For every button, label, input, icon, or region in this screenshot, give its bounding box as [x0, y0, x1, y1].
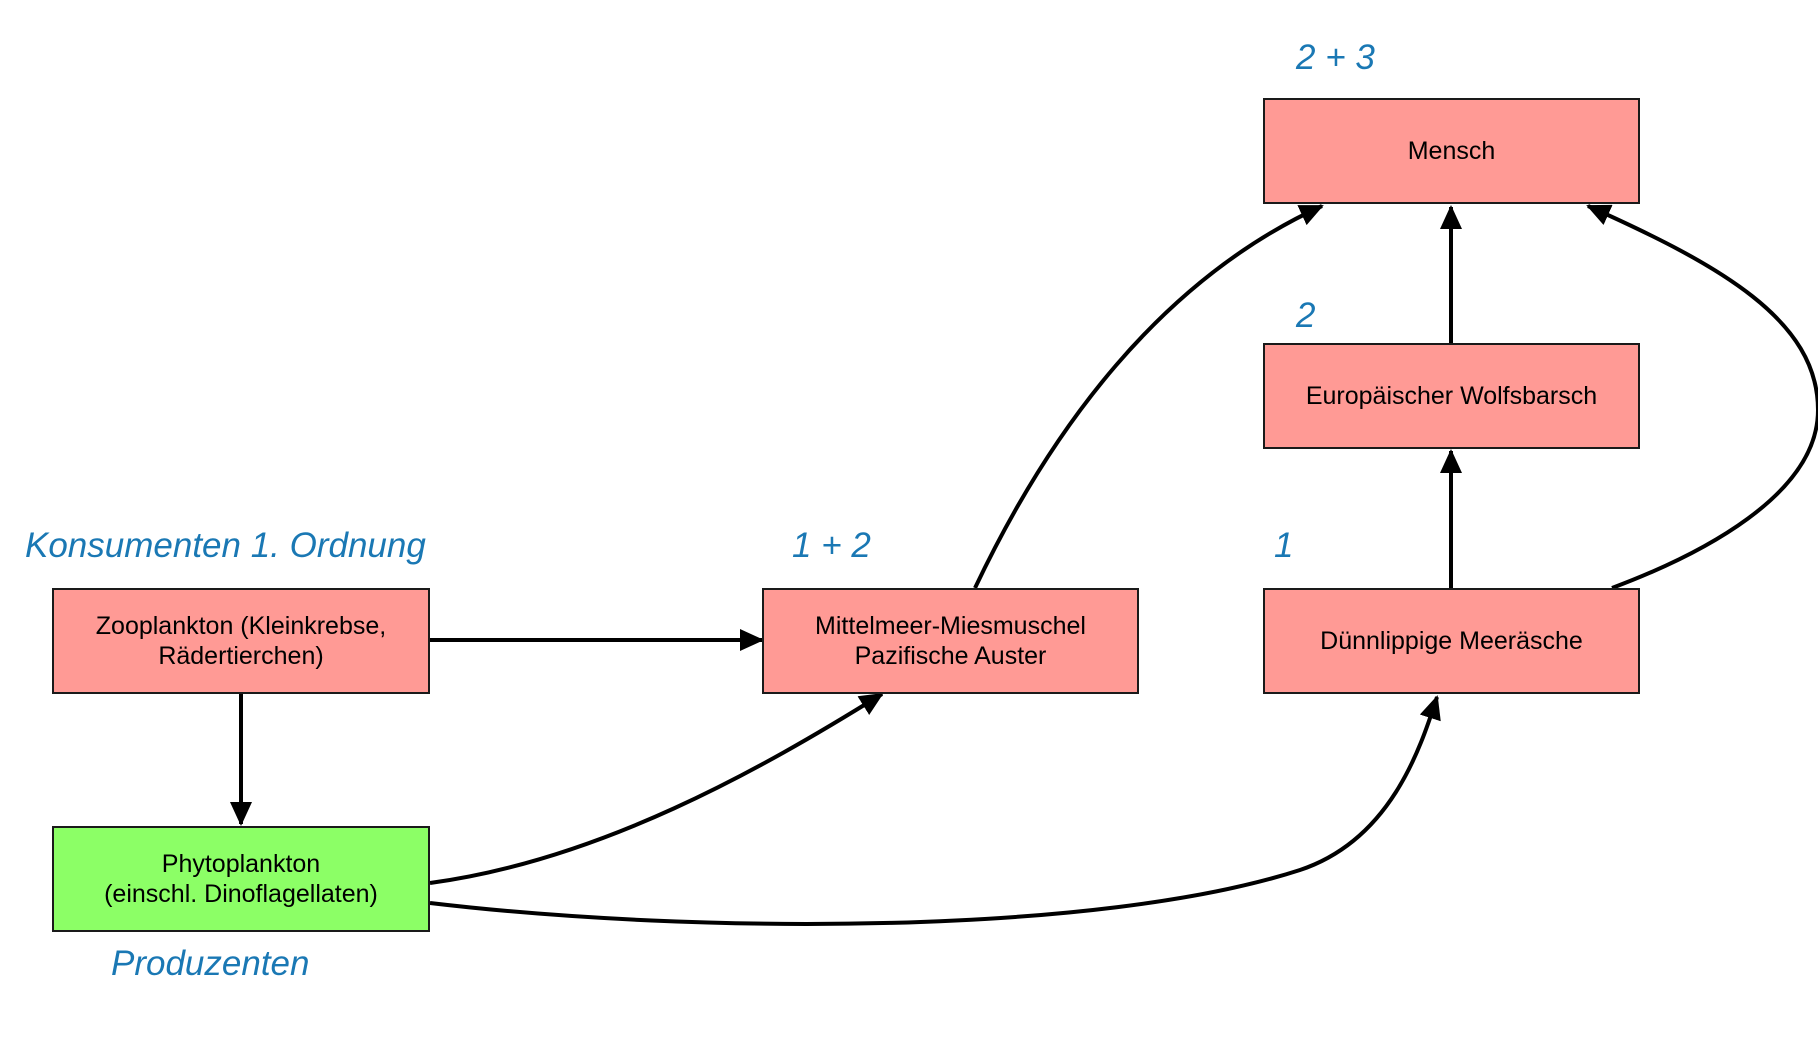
label-mensch-level: 2 + 3	[1296, 38, 1375, 77]
edge-phytoplankton-to-miesmuschel	[429, 692, 884, 885]
node-zooplankton-line-2: Rädertierchen)	[158, 642, 324, 670]
node-zooplankton-line-1: Zooplankton (Kleinkrebse,	[95, 612, 387, 640]
label-meeraesche-level: 1	[1274, 526, 1294, 565]
node-miesmuschel: Mittelmeer-Miesmuschel Pazifische Auster	[762, 588, 1139, 694]
node-wolfsbarsch-line-1: Europäischer Wolfsbarsch	[1305, 382, 1598, 410]
label-konsumenten: Konsumenten 1. Ordnung	[25, 526, 426, 565]
node-meeraesche-line-1: Dünnlippige Meeräsche	[1320, 627, 1583, 655]
node-meeraesche: Dünnlippige Meeräsche	[1263, 588, 1640, 694]
edge-phytoplankton-to-meeraesche	[429, 695, 1441, 926]
node-phytoplankton: Phytoplankton (einschl. Dinoflagellaten)	[52, 826, 430, 932]
node-phytoplankton-line-1: Phytoplankton	[161, 850, 321, 878]
edge-miesmuschel-to-mensch	[973, 204, 1324, 589]
node-mensch-line-1: Mensch	[1407, 137, 1496, 165]
label-produzenten: Produzenten	[111, 944, 310, 983]
node-miesmuschel-line-1: Mittelmeer-Miesmuschel	[815, 612, 1086, 640]
node-miesmuschel-line-2: Pazifische Auster	[854, 642, 1047, 670]
label-miesmuschel-level: 1 + 2	[792, 526, 871, 565]
node-mensch: Mensch	[1263, 98, 1640, 204]
node-zooplankton: Zooplankton (Kleinkrebse, Rädertierchen)	[52, 588, 430, 694]
node-wolfsbarsch: Europäischer Wolfsbarsch	[1263, 343, 1640, 449]
label-wolfsbarsch-level: 2	[1296, 296, 1316, 335]
node-phytoplankton-line-2: (einschl. Dinoflagellaten)	[104, 880, 378, 908]
